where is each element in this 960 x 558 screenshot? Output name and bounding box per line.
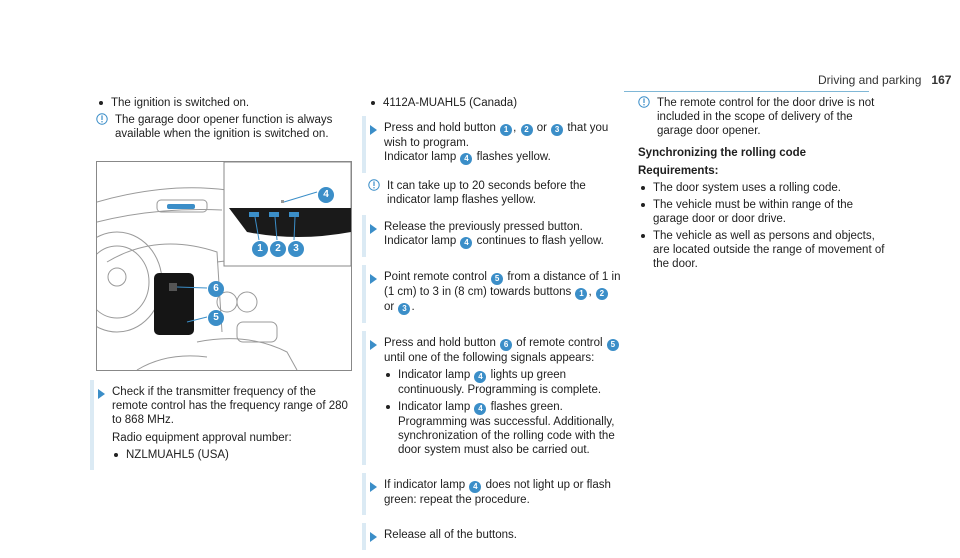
requirement-item: The vehicle as well as persons and objec… <box>638 229 888 271</box>
requirement-item: The door system uses a rolling code. <box>638 181 888 195</box>
step-point-remote: Point remote control 5 from a distance o… <box>362 265 621 323</box>
step-repeat: If indicator lamp 4 does not light up or… <box>362 473 621 515</box>
note: The garage door opener function is alway… <box>96 113 350 141</box>
callout-5: 5 <box>207 309 225 326</box>
requirement-item: The ignition is switched on. <box>96 96 350 110</box>
signal-item: Indicator lamp 4 flashes green. Programm… <box>384 400 621 457</box>
column-2: 4112A-MUAHL5 (Canada) Press and hold but… <box>362 96 621 558</box>
step-release-all: Release all of the buttons. <box>362 523 621 550</box>
step-text: Check if the transmitter frequency of th… <box>112 386 348 426</box>
callout-1: 1 <box>251 240 269 257</box>
page-number: 167 <box>931 73 952 87</box>
column-3: The remote control for the door drive is… <box>638 96 888 274</box>
requirement-item: The vehicle must be within range of the … <box>638 198 888 226</box>
callout-6: 6 <box>207 280 225 297</box>
step-press-button: Press and hold button 1, 2 or 3 that you… <box>362 116 621 173</box>
step-arrow-icon <box>370 482 377 492</box>
garage-opener-figure: 4 1 2 3 6 5 <box>96 161 352 371</box>
signal-item: Indicator lamp 4 lights up green continu… <box>384 368 621 397</box>
step-arrow-icon <box>370 274 377 284</box>
approval-number: NZLMUAHL5 (USA) <box>112 448 350 462</box>
note: It can take up to 20 seconds before the … <box>368 179 621 207</box>
step-arrow-icon <box>370 340 377 350</box>
requirements-heading: Requirements: <box>638 165 719 177</box>
note-icon <box>638 96 650 108</box>
vehicle-interior-illustration <box>97 162 351 370</box>
callout-2: 2 <box>269 240 287 257</box>
note: The remote control for the door drive is… <box>638 96 888 138</box>
note-icon <box>368 179 380 191</box>
page-header: Driving and parking 167 <box>818 73 951 87</box>
column-1-steps: Check if the transmitter frequency of th… <box>90 380 350 478</box>
section-heading: Synchronizing the rolling code <box>638 147 807 159</box>
step-arrow-icon <box>370 125 377 135</box>
step-arrow-icon <box>98 389 105 399</box>
approval-number: 4112A-MUAHL5 (Canada) <box>368 96 621 110</box>
step-paragraph: Radio equipment approval number: <box>112 432 292 444</box>
column-1: The ignition is switched on. The garage … <box>96 96 350 149</box>
step-press-remote: Press and hold button 6 of remote contro… <box>362 331 621 465</box>
step-check-frequency: Check if the transmitter frequency of th… <box>90 380 350 470</box>
step-arrow-icon <box>370 224 377 234</box>
callout-4: 4 <box>317 186 335 203</box>
note-text: It can take up to 20 seconds before the … <box>387 180 586 206</box>
section-title: Driving and parking <box>818 73 922 87</box>
step-release: Release the previously pressed button. I… <box>362 215 621 257</box>
note-text: The remote control for the door drive is… <box>657 97 875 137</box>
note-text: The garage door opener function is alway… <box>115 114 333 140</box>
step-arrow-icon <box>370 532 377 542</box>
header-rule <box>624 91 869 92</box>
note-icon <box>96 113 108 125</box>
callout-3: 3 <box>287 240 305 257</box>
